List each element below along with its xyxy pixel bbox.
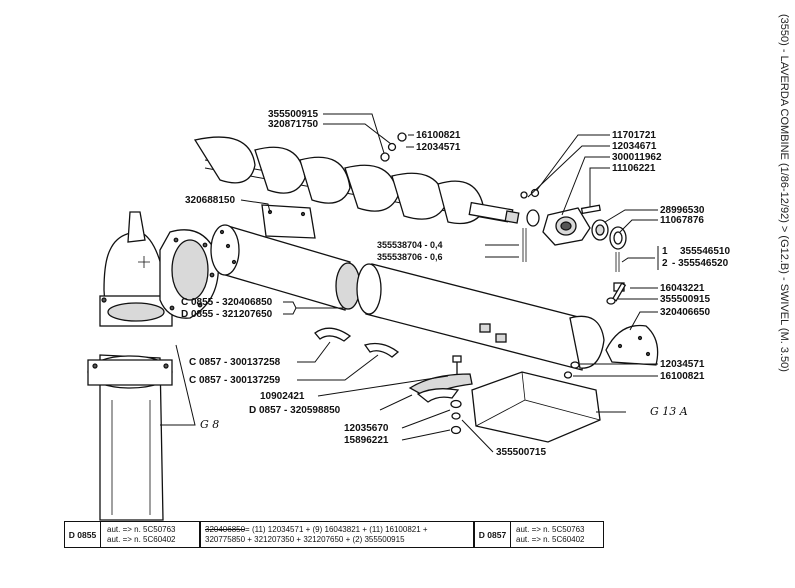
clamp-parts (314, 327, 473, 403)
label-320871750: 320871750 (268, 119, 318, 130)
cover-plate (261, 204, 316, 239)
footer-serials-right: aut. => n. 5C50763 aut. => n. 5C60402 (511, 522, 603, 547)
label-12034571-right: 12034571 (660, 359, 705, 370)
footer-serial-right-1: aut. => n. 5C50763 (516, 524, 585, 534)
auger-spiral (193, 136, 520, 225)
footer-code-d0857: D 0857 (475, 522, 511, 547)
leader-lines (160, 113, 658, 453)
label-c0857-a: C 0857 - 300137258 (189, 357, 281, 368)
label-28996530: 28996530 (660, 205, 705, 216)
label-12034571-top: 12034571 (416, 142, 461, 153)
footer-composition-line-1: 320406850= (11) 12034571 + (9) 16043821 … (205, 525, 428, 535)
label-16100821-top: 16100821 (416, 130, 461, 141)
label-16043221: 16043221 (660, 283, 705, 294)
label-11106221: 11106221 (612, 163, 656, 174)
label-320688150: 320688150 (185, 195, 235, 206)
label-c0857-b: C 0857 - 300137259 (189, 375, 281, 386)
shim-centerline (522, 228, 620, 272)
flange-plate (159, 229, 220, 319)
label-option-2-number: 2 (662, 258, 668, 269)
footer-serial-right-2: aut. => n. 5C60402 (516, 534, 585, 544)
footer-code-d0855: D 0855 (65, 522, 101, 547)
footer-serial-left-1: aut. => n. 5C50763 (107, 524, 176, 534)
hardware (380, 132, 627, 435)
label-11067876: 11067876 (660, 215, 704, 226)
ref-g13a: G 13 A (650, 405, 688, 418)
label-300011962: 300011962 (612, 152, 662, 163)
label-12034671: 12034671 (612, 141, 657, 152)
label-shim-06: 355538706 - 0,6 (377, 252, 443, 262)
footer-serials-left: aut. => n. 5C50763 aut. => n. 5C60402 (101, 522, 201, 547)
footer-composition-rest: = (11) 12034571 + (9) 16043821 + (11) 16… (245, 524, 428, 534)
label-355500715: 355500715 (496, 447, 546, 458)
elbow-spout (99, 211, 173, 327)
vertical-tube (87, 354, 173, 521)
tube-long (356, 263, 605, 371)
label-10902421: 10902421 (260, 391, 305, 402)
bearing-housing (520, 188, 627, 250)
footer-composition: 320406850= (11) 12034571 + (9) 16043821 … (201, 522, 475, 547)
label-option-2-part: - 355546520 (672, 258, 729, 269)
label-15896221: 15896221 (344, 435, 389, 446)
label-option-1-number: 1 (662, 246, 668, 257)
tube-short (210, 224, 361, 311)
applicability-table: D 0855 aut. => n. 5C50763 aut. => n. 5C6… (64, 521, 604, 548)
label-355500915-right: 355500915 (660, 294, 710, 305)
label-11701721: 11701721 (612, 130, 656, 141)
label-12035670: 12035670 (344, 423, 389, 434)
label-355500915-top: 355500915 (268, 109, 318, 120)
support-box (471, 371, 601, 443)
label-320406650: 320406650 (660, 307, 710, 318)
label-option-1-part: 355546510 (680, 246, 730, 257)
side-title: (3550) - LAVERDA COMBINE (1/86-12/92) > … (778, 14, 790, 372)
label-d0857: D 0857 - 320598850 (249, 405, 341, 416)
label-d0855: D 0855 - 321207650 (181, 309, 273, 320)
ref-g8: G 8 (200, 418, 219, 431)
footer-assembly-code: 320406850 (205, 524, 246, 534)
end-cap (605, 324, 659, 366)
footer-serial-left-2: aut. => n. 5C60402 (107, 534, 176, 544)
label-shim-04: 355538704 - 0,4 (377, 240, 443, 250)
label-c0855: C 0855 - 320406850 (181, 297, 273, 308)
label-16100821-right: 16100821 (660, 371, 705, 382)
footer-composition-line-2: 320775850 + 321207350 + 321207650 + (2) … (205, 534, 405, 544)
